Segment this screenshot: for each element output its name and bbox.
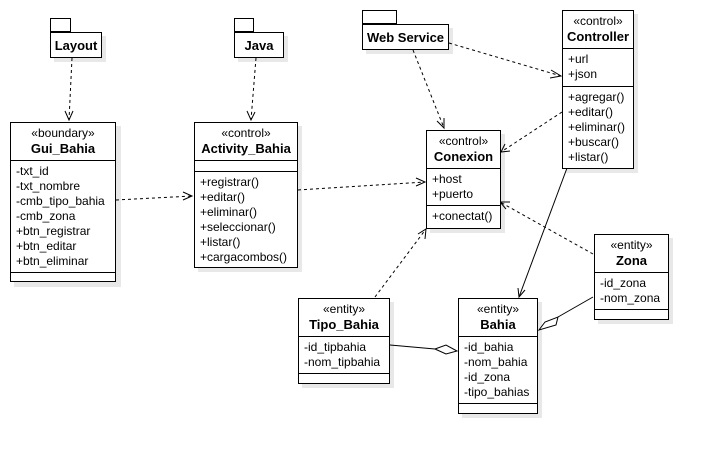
attribute: -tipo_bahias — [464, 385, 530, 399]
package-name: Web Service — [366, 29, 445, 45]
class-stereotype: «boundary» — [31, 126, 95, 140]
arrowhead-tipobahia-conexion — [417, 228, 427, 240]
dependency-activity-conexion — [297, 181, 426, 191]
attribute: -txt_id — [16, 164, 49, 178]
class-activity-bahia[interactable]: «control» Activity_Bahia +registrar() +e… — [194, 122, 298, 268]
arrowhead-layout-gui — [64, 110, 74, 122]
package-tab — [50, 18, 71, 32]
arrowhead-zona-conexion — [498, 201, 510, 210]
attribute: -nom_tipbahia — [304, 355, 381, 369]
attribute: -id_tipbahia — [304, 340, 367, 354]
package-layout[interactable]: Layout — [50, 32, 102, 58]
class-name: Activity_Bahia — [201, 141, 291, 156]
arrowhead-webservice-controller — [549, 69, 563, 79]
operations-compartment — [459, 404, 537, 415]
class-stereotype: «entity» — [322, 302, 366, 316]
class-zona[interactable]: «entity» Zona -id_zona -nom_zona — [594, 234, 669, 320]
package-name: Java — [244, 37, 274, 53]
class-name: Conexion — [433, 149, 494, 164]
operation: +buscar() — [568, 135, 620, 149]
attribute: -cmb_tipo_bahia — [16, 194, 105, 208]
class-name: Controller — [566, 29, 630, 44]
class-stereotype: «control» — [573, 14, 623, 28]
package-java[interactable]: Java — [234, 32, 284, 58]
attribute: -nom_bahia — [464, 355, 528, 369]
arrowhead-controller-bahia — [517, 287, 526, 299]
class-stereotype: «entity» — [610, 238, 653, 252]
arrowhead-java-activity — [246, 110, 256, 122]
attribute: +puerto — [432, 187, 474, 201]
dependency-tipobahia-conexion — [374, 228, 427, 298]
operation: +registrar() — [200, 175, 260, 189]
attribute: -id_zona — [464, 370, 511, 384]
attribute: +url — [568, 52, 589, 66]
operation: +editar() — [200, 190, 246, 204]
attribute: -id_zona — [600, 276, 647, 290]
class-gui-bahia[interactable]: «boundary» Gui_Bahia -txt_id -txt_nombre… — [10, 122, 116, 282]
attribute: -nom_zona — [600, 291, 661, 305]
package-tab — [362, 10, 397, 24]
attribute: -txt_nombre — [16, 179, 81, 193]
attribute: +btn_editar — [16, 239, 77, 253]
dependency-java-activity — [250, 57, 257, 121]
attribute: -cmb_zona — [16, 209, 76, 223]
aggregation-tipobahia-bahia — [389, 344, 436, 350]
dependency-layout-gui — [68, 57, 73, 121]
operation: +listar() — [200, 235, 241, 249]
arrowhead-activity-conexion — [415, 177, 427, 187]
arrowhead-gui-activity — [182, 191, 194, 201]
class-stereotype: «entity» — [476, 302, 520, 316]
package-tab — [234, 18, 254, 32]
dependency-webservice-controller — [448, 42, 562, 77]
class-bahia[interactable]: «entity» Bahia -id_bahia -nom_bahia -id_… — [458, 298, 538, 414]
package-name: Layout — [54, 37, 98, 53]
operations-compartment — [595, 310, 668, 321]
package-web-service[interactable]: Web Service — [362, 24, 449, 50]
class-conexion[interactable]: «control» Conexion +host +puerto +conect… — [426, 130, 501, 229]
attribute: -id_bahia — [464, 340, 514, 354]
operations-compartment — [11, 273, 115, 285]
dependency-gui-activity — [115, 195, 193, 201]
aggregation-zona-bahia — [557, 296, 594, 318]
class-tipo-bahia[interactable]: «entity» Tipo_Bahia -id_tipbahia -nom_ti… — [298, 298, 390, 384]
operation: +cargacombos() — [200, 250, 288, 264]
attribute: +btn_eliminar — [16, 254, 89, 268]
class-controller[interactable]: «control» Controller +url +json +agregar… — [562, 10, 634, 169]
arrowhead-controller-conexion — [500, 143, 511, 153]
dependency-zona-conexion — [499, 201, 594, 255]
attributes-compartment — [195, 161, 297, 172]
class-stereotype: «control» — [438, 134, 489, 148]
operation: +eliminar() — [200, 205, 258, 219]
association-controller-bahia — [518, 167, 568, 298]
dependency-controller-conexion — [500, 111, 563, 153]
class-name: Bahia — [480, 317, 516, 332]
attribute: +host — [432, 172, 462, 186]
attribute: +json — [568, 67, 598, 81]
class-stereotype: «control» — [221, 126, 271, 140]
operation: +agregar() — [568, 90, 625, 104]
operations-compartment — [299, 374, 389, 385]
operation: +listar() — [568, 150, 609, 164]
operation: +conectat() — [432, 209, 493, 223]
aggregation-diamond-zona — [537, 316, 559, 331]
class-name: Tipo_Bahia — [309, 317, 379, 332]
arrowhead-webservice-conexion — [436, 118, 445, 130]
operation: +editar() — [568, 105, 614, 119]
operation: +eliminar() — [568, 120, 626, 134]
attribute: +btn_registrar — [16, 224, 91, 238]
operation: +seleccionar() — [200, 220, 276, 234]
class-name: Zona — [615, 253, 648, 268]
class-name: Gui_Bahia — [30, 141, 96, 156]
dependency-webservice-conexion — [412, 49, 445, 129]
aggregation-diamond-tipobahia — [433, 344, 459, 355]
